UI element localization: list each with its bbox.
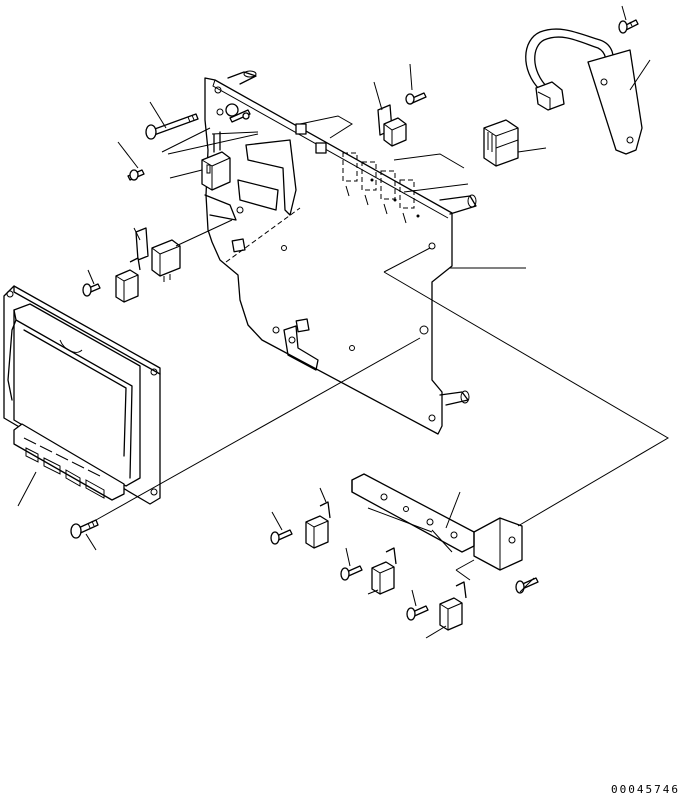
connector-icon	[484, 120, 518, 166]
leader-lines	[18, 6, 668, 638]
catalog-number: 00045746	[611, 783, 680, 796]
bolt-icon	[71, 520, 98, 538]
bolt-icon	[271, 530, 292, 544]
bolt-icon	[619, 20, 638, 33]
bolt-icon	[406, 93, 426, 104]
relay-icon	[306, 502, 330, 548]
bolt-icon	[83, 284, 100, 296]
relay-icon	[372, 548, 396, 594]
relay-icon	[116, 258, 140, 302]
bolt-icon	[226, 104, 250, 122]
relay-icon	[440, 582, 466, 630]
bolt-icon	[341, 566, 362, 580]
bracket-icon	[352, 474, 522, 570]
wiring-harness-icon	[526, 29, 642, 154]
bolt-icon	[407, 606, 428, 620]
bolt-icon	[146, 114, 198, 139]
controller-unit-icon	[4, 286, 160, 504]
relay-icon	[136, 228, 180, 282]
bolt-icon	[128, 170, 144, 180]
main-mounting-plate	[205, 71, 476, 434]
relay-icon	[378, 105, 406, 146]
relay-icon	[202, 132, 230, 190]
